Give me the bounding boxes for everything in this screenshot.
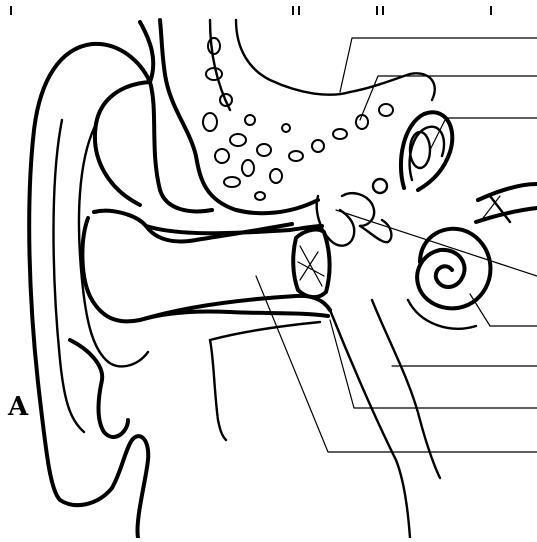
cochlear-nerve: [476, 184, 537, 222]
top-tick-mark: [292, 6, 294, 15]
mastoid-cells: [203, 38, 393, 200]
top-tick-mark: [10, 6, 12, 15]
leader-line: [336, 210, 537, 276]
leader-line: [430, 118, 537, 150]
top-tick-mark: [298, 6, 300, 15]
cochlea: [408, 229, 490, 329]
auditory-tube: [330, 300, 440, 538]
top-tick-mark: [376, 6, 378, 15]
ossicles: [317, 179, 392, 246]
leader-lines: [256, 38, 537, 452]
panel-label: A: [8, 394, 28, 420]
outer-ear: [29, 22, 153, 538]
ear-canal: [140, 226, 330, 440]
tympanic-membrane: [293, 230, 329, 298]
semicircular-canals: [401, 112, 452, 190]
top-tick-mark: [490, 6, 492, 15]
top-tick-mark: [382, 6, 384, 15]
leader-line: [330, 320, 537, 408]
temporal-bone: [150, 20, 435, 213]
leader-line: [340, 38, 537, 92]
leader-line: [256, 276, 537, 452]
